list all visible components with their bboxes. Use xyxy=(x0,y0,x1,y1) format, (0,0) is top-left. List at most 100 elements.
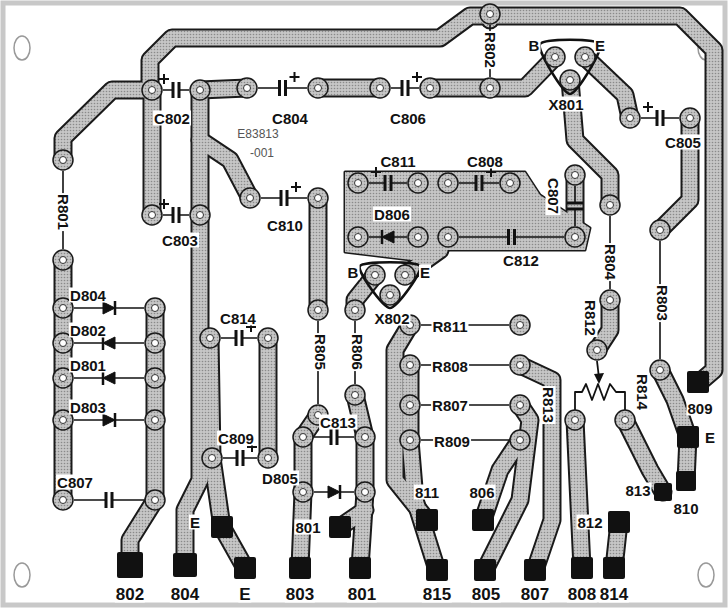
terminal-pad xyxy=(349,557,371,579)
part-label: R813 xyxy=(541,386,556,424)
capacitor-lead xyxy=(459,182,499,184)
part-label: C807 xyxy=(546,177,561,215)
copper-trace xyxy=(143,90,162,215)
copper-pour xyxy=(345,172,590,262)
part-label: E xyxy=(594,38,606,53)
terminal-pad xyxy=(687,371,709,393)
drill-hole xyxy=(265,335,272,342)
solder-pad xyxy=(587,340,607,360)
solder-pad xyxy=(355,482,375,502)
drill-hole xyxy=(517,362,524,369)
diode-symbol xyxy=(74,336,144,350)
drill-hole xyxy=(415,234,422,241)
solder-pad xyxy=(680,108,700,128)
diode-triangle xyxy=(103,414,115,426)
capacitor-plate xyxy=(331,429,337,445)
drill-hole xyxy=(687,115,694,122)
part-label: E xyxy=(189,515,201,530)
terminal-number: E xyxy=(238,586,251,603)
part-label: 809 xyxy=(686,401,713,416)
solder-pad xyxy=(500,173,520,193)
terminal-pad xyxy=(117,552,143,578)
copper-trace xyxy=(185,90,200,565)
part-label: C805 xyxy=(664,135,702,150)
part-label: X802 xyxy=(373,311,410,326)
drill-hole xyxy=(315,307,322,314)
solder-pad xyxy=(408,173,428,193)
solder-pad xyxy=(510,395,530,415)
capacitor-symbol xyxy=(159,74,189,98)
part-label: -001 xyxy=(249,147,275,159)
solder-pad xyxy=(355,427,375,447)
drill-hole xyxy=(265,455,272,462)
solder-pad xyxy=(145,410,165,430)
solder-pad xyxy=(53,490,73,510)
drill-hole xyxy=(622,417,629,424)
capacitor-symbol xyxy=(641,102,679,126)
capacitor-lead xyxy=(163,89,189,91)
solder-pad xyxy=(600,290,620,310)
solder-pad xyxy=(190,205,210,225)
part-label: D806 xyxy=(373,207,411,222)
part-label: 801 xyxy=(294,520,321,535)
solder-pad xyxy=(202,448,222,468)
part-label: R806 xyxy=(350,333,365,371)
polarity-mark xyxy=(290,72,300,82)
capacitor-lead xyxy=(258,87,307,89)
drill-hole xyxy=(352,307,359,314)
drill-hole xyxy=(315,85,322,92)
part-label: C814 xyxy=(219,311,257,326)
diode-bar xyxy=(381,230,384,244)
capacitor-lead xyxy=(459,236,564,238)
diode-symbol xyxy=(369,230,407,244)
capacitor-symbol xyxy=(258,72,307,96)
solder-pad xyxy=(145,333,165,353)
copper-trace xyxy=(200,140,250,198)
capacitor-plate xyxy=(657,110,663,126)
part-label: R805 xyxy=(313,333,328,371)
solder-pad xyxy=(145,490,165,510)
solder-pad xyxy=(438,173,458,193)
solder-pad xyxy=(420,78,440,98)
part-label: C804 xyxy=(271,111,309,126)
solder-pad xyxy=(190,80,210,100)
drill-hole xyxy=(387,292,394,299)
drill-hole xyxy=(247,195,254,202)
solder-pad xyxy=(510,315,530,335)
drill-hole xyxy=(552,54,559,61)
drill-hole xyxy=(402,272,409,279)
terminal-pad xyxy=(173,553,197,577)
polarity-mark xyxy=(643,102,653,112)
drill-hole xyxy=(60,417,67,424)
drill-hole xyxy=(607,297,614,304)
solder-pad xyxy=(345,385,365,405)
capacitor-lead xyxy=(369,182,407,184)
solder-pad xyxy=(565,410,585,430)
part-label: D803 xyxy=(69,400,107,415)
drill-hole xyxy=(60,375,67,382)
drill-hole xyxy=(372,272,379,279)
part-label: R808 xyxy=(431,359,469,374)
terminal-pad xyxy=(211,516,233,538)
terminal-pad xyxy=(677,426,699,448)
drill-hole xyxy=(517,402,524,409)
drill-hole xyxy=(149,87,156,94)
drill-hole xyxy=(152,417,159,424)
copper-trace xyxy=(625,420,663,492)
terminal-pad xyxy=(234,557,256,579)
drill-hole xyxy=(60,157,67,164)
drill-hole xyxy=(300,489,307,496)
terminal-pad xyxy=(676,471,696,491)
component-symbols xyxy=(63,25,679,508)
solder-pad xyxy=(258,448,278,468)
terminal-pad xyxy=(472,509,494,531)
drill-hole xyxy=(362,489,369,496)
mounting-hole xyxy=(14,36,30,60)
capacitor-symbol xyxy=(459,229,564,245)
part-label: R812 xyxy=(583,299,598,337)
capacitor-symbol xyxy=(223,442,257,466)
solder-pad xyxy=(145,298,165,318)
drill-hole xyxy=(445,234,452,241)
drill-hole xyxy=(517,322,524,329)
